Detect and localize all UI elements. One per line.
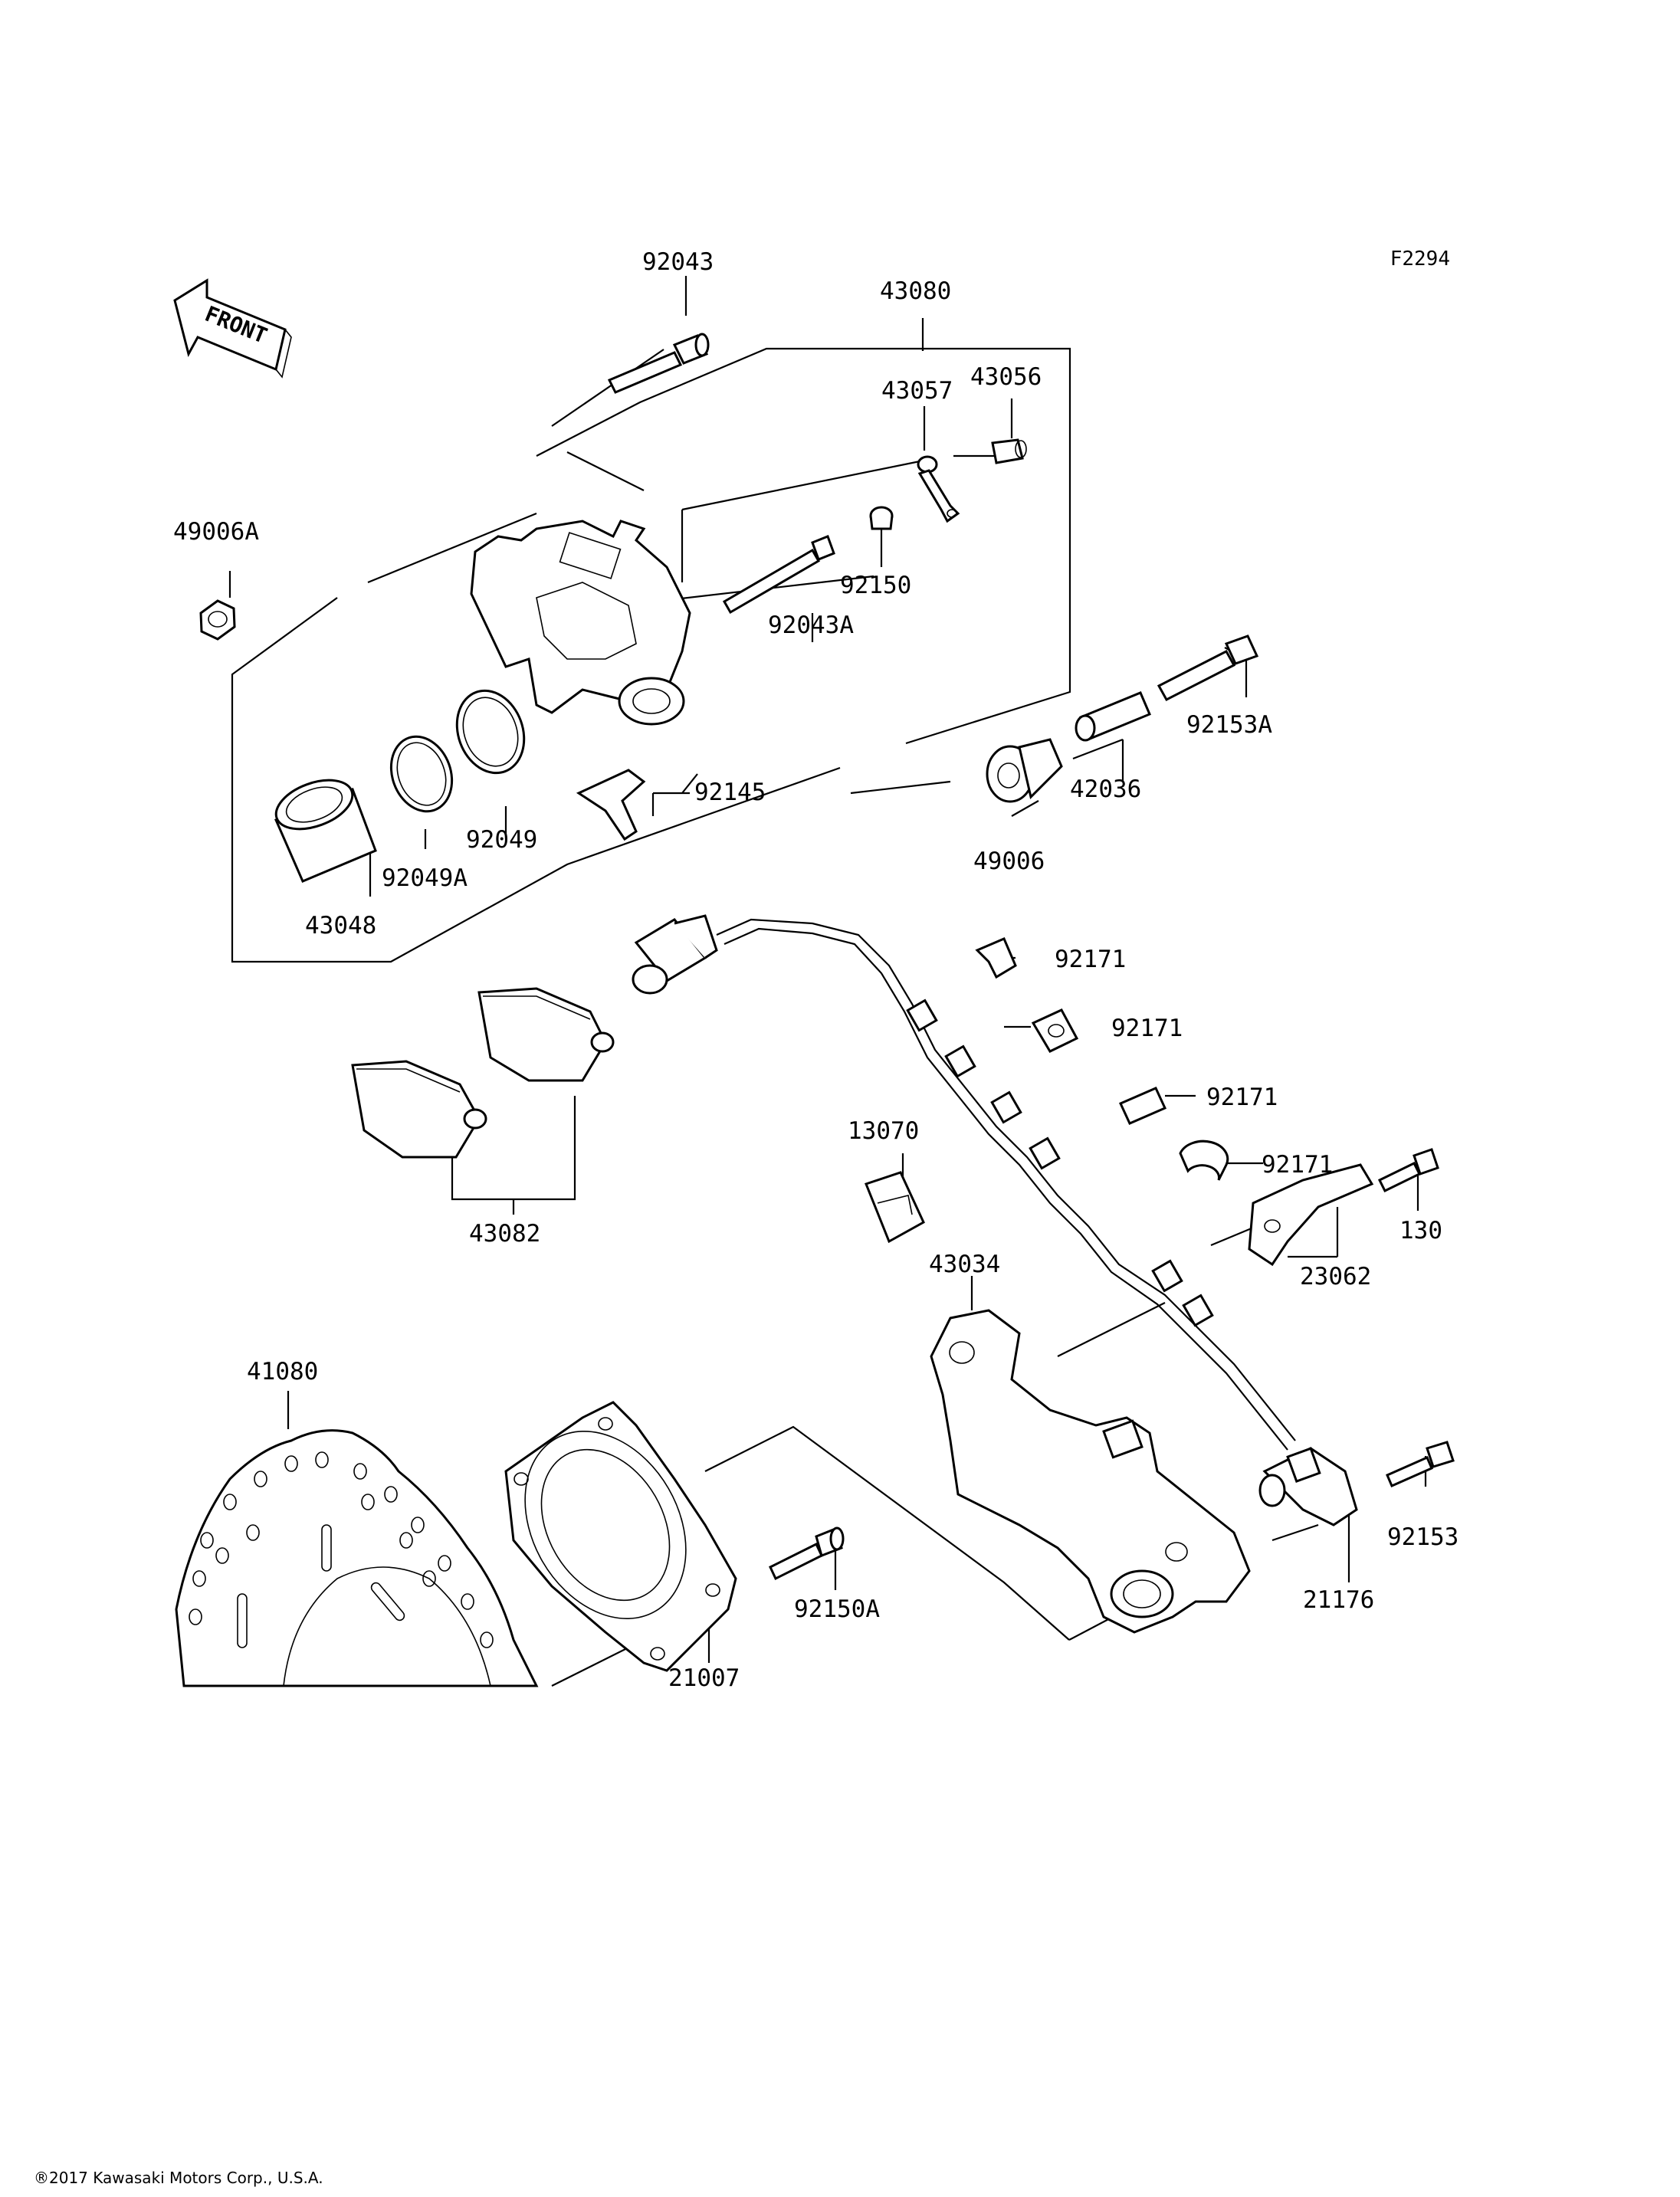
label-43080: 43080 <box>880 277 951 305</box>
seal-92049A <box>389 735 454 813</box>
caliper-body <box>470 520 691 726</box>
part-labels: 92043 43080 43057 43056 49006A 92150 920… <box>173 248 1459 1692</box>
caliper-assembly-outline <box>231 318 1071 963</box>
sleeve-42036 <box>1075 691 1151 742</box>
clip-13070 <box>865 1171 925 1244</box>
label-92145: 92145 <box>694 779 766 806</box>
bolt-130 <box>1377 1148 1439 1193</box>
bolt-92043 <box>607 333 710 394</box>
bolt-92150A <box>769 1526 845 1581</box>
label-49006A: 49006A <box>173 518 259 546</box>
label-92171-d: 92171 <box>1262 1151 1333 1179</box>
clamp-92171-d <box>1179 1139 1229 1181</box>
brake-disc-41080 <box>175 1429 539 1687</box>
cap-92150 <box>869 506 894 530</box>
bleeder-43057-43056 <box>917 438 1027 523</box>
copyright-notice: ®2017 Kawasaki Motors Corp., U.S.A. <box>34 2169 323 2187</box>
label-21176: 21176 <box>1303 1586 1374 1614</box>
bolt-92153A <box>1157 635 1259 701</box>
label-43056: 43056 <box>970 363 1042 391</box>
clip-92145 <box>576 769 646 841</box>
label-92171-b: 92171 <box>1111 1015 1183 1042</box>
seal-92049 <box>455 689 526 775</box>
diagram-code: F2294 <box>1390 248 1450 271</box>
abs-sensor-harness <box>632 914 1296 1451</box>
label-23062: 23062 <box>1300 1263 1371 1290</box>
caliper-bracket-43034 <box>930 1309 1251 1634</box>
leader-lines <box>228 276 1427 1687</box>
disc-holes <box>189 1451 494 1648</box>
label-92043: 92043 <box>642 248 714 276</box>
clamp-92171-b <box>1031 1008 1079 1053</box>
label-92049: 92049 <box>466 826 537 854</box>
label-43057: 43057 <box>881 377 953 405</box>
label-49006: 49006 <box>973 848 1045 875</box>
label-21007: 21007 <box>668 1664 740 1692</box>
label-92049A: 92049A <box>382 864 468 892</box>
label-42036: 42036 <box>1070 776 1141 803</box>
label-43034: 43034 <box>929 1251 1000 1278</box>
clamp-92171-a <box>975 937 1017 979</box>
label-92171-c: 92171 <box>1206 1084 1278 1111</box>
bolt-92153 <box>1386 1441 1455 1487</box>
label-92150: 92150 <box>840 572 911 599</box>
label-92150A: 92150A <box>794 1595 880 1623</box>
abs-ring-21007 <box>504 1401 737 1672</box>
sensor-21176 <box>1258 1447 1358 1526</box>
label-92171-a: 92171 <box>1055 946 1126 973</box>
brake-pad-front <box>477 987 615 1082</box>
label-43082: 43082 <box>469 1220 540 1248</box>
label-130: 130 <box>1399 1217 1442 1244</box>
bracket-23062 <box>1248 1163 1374 1267</box>
pin-92043A <box>722 535 835 615</box>
clamp-92171-c <box>1118 1087 1167 1125</box>
nut-49006A <box>199 599 236 641</box>
label-92153: 92153 <box>1387 1523 1459 1551</box>
label-92153A: 92153A <box>1186 711 1272 739</box>
label-41080: 41080 <box>247 1358 318 1385</box>
label-92043A: 92043A <box>768 612 854 639</box>
piston-43048 <box>274 779 377 883</box>
boot-49006 <box>986 738 1063 803</box>
label-13070: 13070 <box>848 1117 919 1145</box>
front-arrow-icon: FRONT <box>173 278 292 379</box>
label-43048: 43048 <box>305 912 376 939</box>
brake-pad-rear <box>351 1060 487 1159</box>
